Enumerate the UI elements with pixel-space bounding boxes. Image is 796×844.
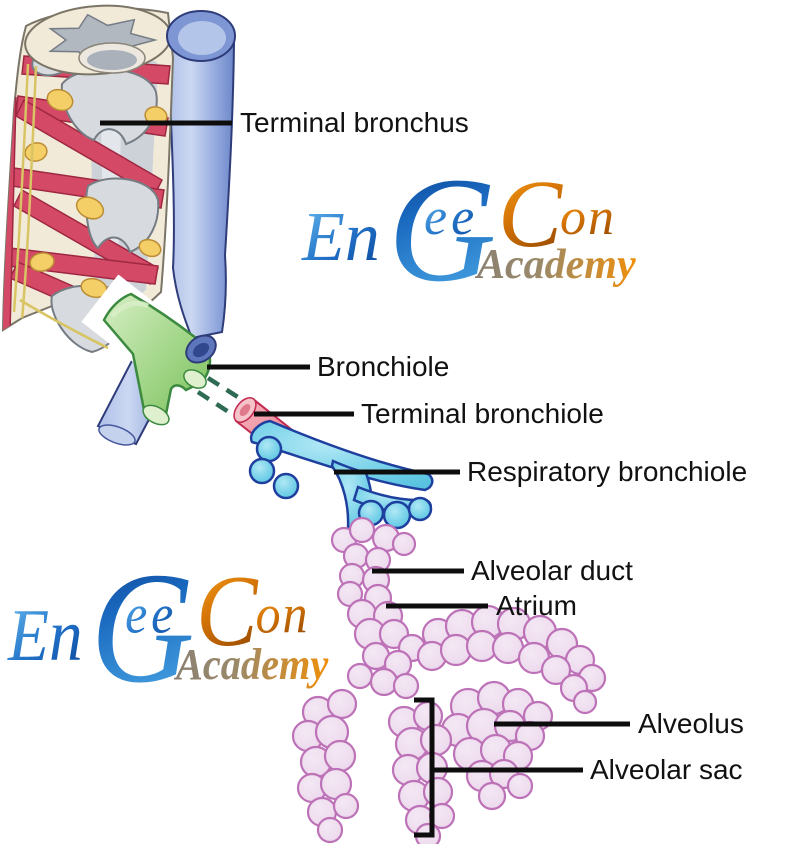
bronchiole-tube bbox=[102, 292, 217, 426]
watermark-ee: ee bbox=[424, 189, 478, 246]
alveolar-duct-shape bbox=[330, 516, 417, 613]
watermark-logo-top: G En ee C on Academy bbox=[301, 147, 636, 313]
labels: Terminal bronchus Bronchiole Terminal br… bbox=[240, 107, 747, 785]
bronchus-main-tube bbox=[166, 41, 236, 340]
alveolar-sac-right bbox=[416, 604, 607, 715]
watermark-c: C bbox=[498, 160, 563, 267]
watermark-on: on bbox=[560, 189, 616, 246]
terminal-bronchiole-cut-lumen bbox=[239, 403, 251, 417]
bronchiole-bud bbox=[255, 435, 283, 463]
label-alveolus: Alveolus bbox=[638, 708, 744, 739]
bronchiole-body bbox=[102, 292, 212, 422]
alveolar-sac-left bbox=[291, 688, 360, 844]
bronchus-wall-illustration bbox=[1, 4, 236, 354]
bronchiole-bud bbox=[248, 457, 276, 485]
atrium-shape bbox=[346, 598, 427, 700]
bronchiole-cut-face-lower bbox=[142, 404, 170, 426]
lumen-opening bbox=[87, 50, 137, 70]
watermark-academy: Academy bbox=[474, 242, 636, 288]
bronchiole-bud bbox=[407, 496, 433, 522]
bronchus-branch-cut-face bbox=[98, 424, 136, 446]
watermark-g: G bbox=[91, 540, 195, 716]
label-alveolar-duct: Alveolar duct bbox=[471, 555, 633, 586]
nerve-fiber-bottom bbox=[19, 298, 109, 350]
alveolar-sac-lower-right bbox=[440, 680, 554, 811]
alveolar-structures bbox=[291, 516, 607, 844]
watermark-en: En bbox=[301, 199, 380, 276]
submucosal-glands bbox=[24, 88, 168, 272]
leader-lines bbox=[100, 120, 630, 838]
watermark-academy: Academy bbox=[173, 640, 328, 689]
label-bronchiole: Bronchiole bbox=[317, 351, 449, 382]
watermark-ee: ee bbox=[125, 584, 177, 645]
label-terminal-bronchiole: Terminal bronchiole bbox=[361, 398, 604, 429]
bronchus-top-lumen bbox=[178, 21, 226, 55]
label-respiratory-bronchiole: Respiratory bronchiole bbox=[467, 456, 747, 487]
alveolar-sac-bracket bbox=[414, 697, 435, 838]
label-alveolar-sac: Alveolar sac bbox=[590, 754, 743, 785]
respiratory-bronchiole-tube bbox=[248, 419, 434, 537]
label-atrium: Atrium bbox=[496, 590, 577, 621]
bronchiole-highlight bbox=[110, 300, 150, 318]
watermark-on: on bbox=[256, 584, 310, 645]
label-terminal-bronchus: Terminal bronchus bbox=[240, 107, 469, 138]
nerve-fibers bbox=[12, 63, 38, 321]
watermark-c: C bbox=[196, 554, 259, 667]
bronchiole-bud bbox=[272, 472, 300, 500]
watermark-g: G bbox=[388, 147, 496, 313]
bronchus-cut-mouth-lumen bbox=[192, 342, 210, 358]
watermark-en: En bbox=[7, 595, 83, 677]
bronchiole-cut-face-upper bbox=[183, 369, 207, 389]
continuation-dashes bbox=[196, 376, 254, 420]
watermark-logo-bottom: G En ee C on Academy bbox=[7, 540, 328, 716]
